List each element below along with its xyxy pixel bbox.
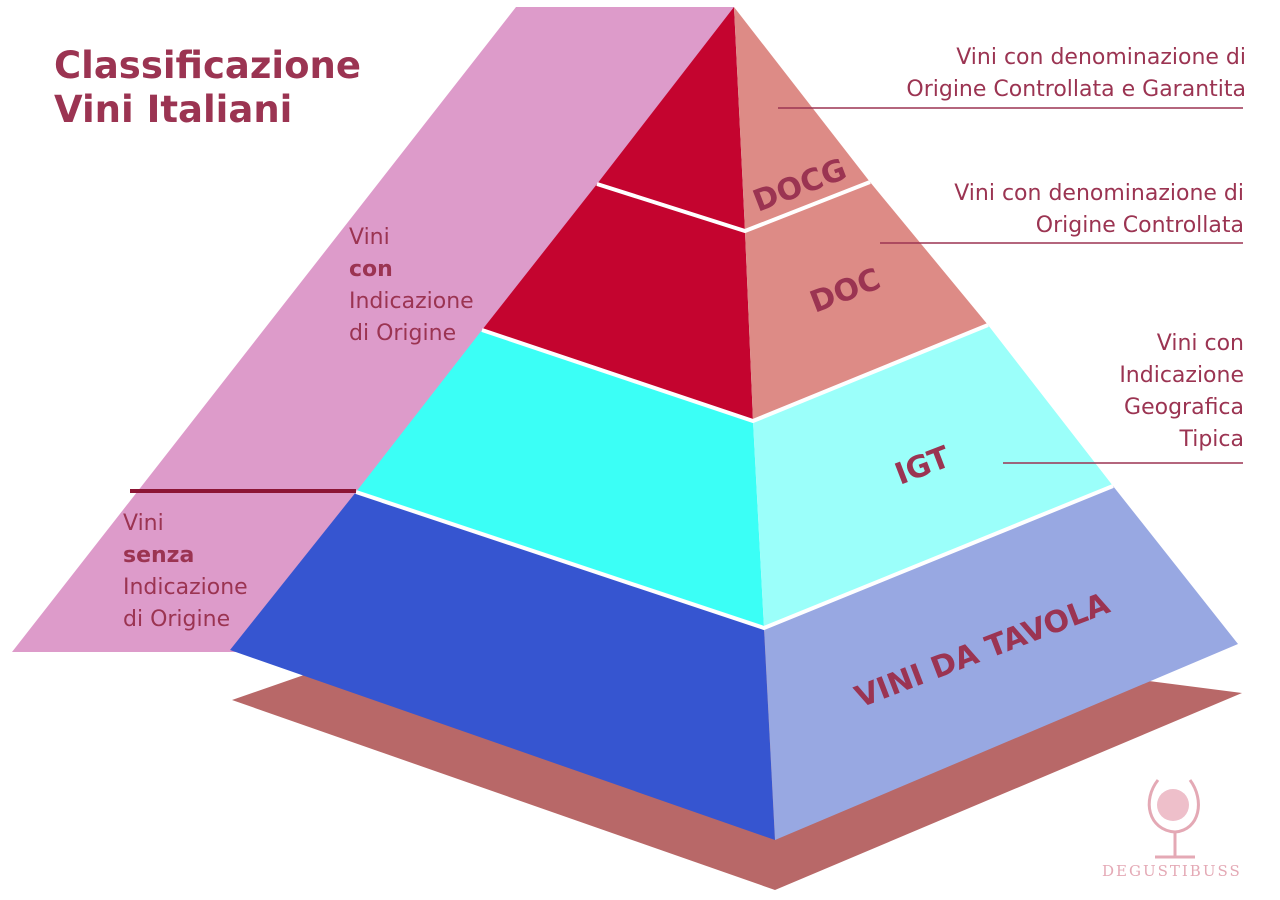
senza-origin-line-2: senza (123, 543, 195, 568)
igt-description-line-2: Indicazione (1119, 363, 1244, 388)
senza-origin-label: Vini senza Indicazione di Origine (123, 508, 248, 636)
igt-front-face (356, 330, 764, 628)
igt-description: Vini con Indicazione Geografica Tipica (1119, 328, 1244, 456)
con-origin-line-4: di Origine (349, 321, 457, 346)
doc-description: Vini con denominazione di Origine Contro… (954, 178, 1244, 242)
docg-description-line-1: Vini con denominazione di (956, 45, 1246, 70)
senza-origin-line-4: di Origine (123, 607, 231, 632)
docg-description-line-2: Origine Controllata e Garantita (906, 77, 1246, 102)
title-line-2: Vini Italiani (54, 88, 293, 131)
senza-origin-line-3: Indicazione (123, 575, 248, 600)
senza-origin-line-1: Vini (123, 511, 164, 536)
logo-text: DEGUSTIBUSS (1102, 862, 1242, 880)
docg-description: Vini con denominazione di Origine Contro… (906, 42, 1246, 106)
tavola-front-face (230, 492, 775, 840)
title-line-1: Classificazione (54, 44, 361, 87)
tavola-side-face (764, 486, 1238, 840)
doc-description-line-2: Origine Controllata (1035, 213, 1244, 238)
con-origin-line-2: con (349, 257, 393, 282)
leader-lines (778, 107, 1243, 464)
doc-front-face (482, 184, 753, 421)
doc-description-line-1: Vini con denominazione di (954, 181, 1244, 206)
igt-side-face (753, 325, 1113, 628)
layer-separators (355, 180, 1114, 631)
con-origin-line-1: Vini (349, 225, 390, 250)
wine-glass-globe-icon (1147, 779, 1200, 859)
con-origin-label: Vini con Indicazione di Origine (349, 222, 474, 350)
doc-side-face (745, 182, 988, 421)
docg-side-face (734, 7, 870, 231)
igt-description-line-3: Geografica (1124, 395, 1244, 420)
igt-description-line-4: Tipica (1179, 427, 1244, 452)
page-title: Classificazione Vini Italiani (54, 44, 361, 132)
con-origin-line-3: Indicazione (349, 289, 474, 314)
docg-front-face (597, 7, 745, 231)
igt-description-line-1: Vini con (1156, 331, 1244, 356)
